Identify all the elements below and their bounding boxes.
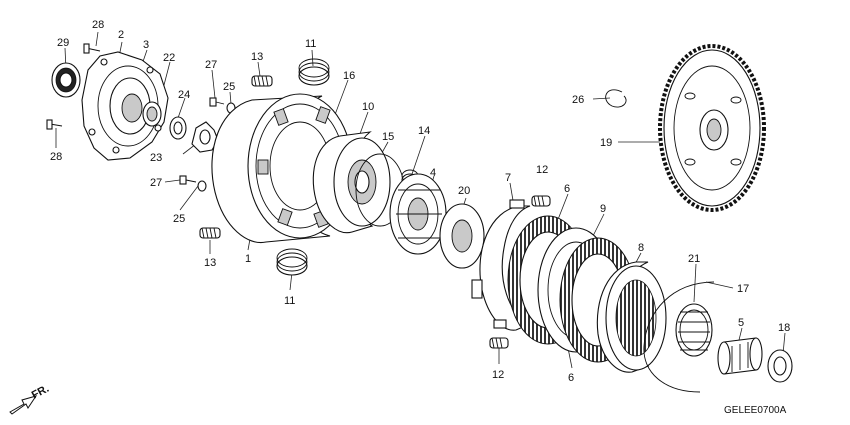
- callout-12-top: 12: [536, 164, 548, 176]
- part-4-clutch-center: [389, 173, 447, 255]
- part-26-circlip: [605, 89, 627, 108]
- callout-9: 9: [600, 203, 606, 215]
- callout-8: 8: [638, 242, 644, 254]
- callout-24: 24: [178, 89, 190, 101]
- part-5-needle-bearing: [717, 337, 763, 375]
- callout-21: 21: [688, 253, 700, 265]
- callout-7: 7: [505, 172, 511, 184]
- callout-17: 17: [737, 283, 749, 295]
- part-22-bearing: [142, 101, 162, 127]
- part-28-screw-top: [83, 43, 101, 54]
- callout-19: 19: [600, 137, 612, 149]
- callout-18: 18: [778, 322, 790, 334]
- part-21-gear: [675, 303, 713, 357]
- callout-25-bottom: 25: [173, 213, 185, 225]
- callout-3: 3: [143, 39, 149, 51]
- part-17-snap-ring: [643, 281, 715, 393]
- part-28-screw-bottom: [46, 119, 63, 130]
- front-label: FR.: [30, 383, 51, 402]
- front-arrow-icon: [9, 395, 38, 415]
- callout-labels: 29 28 2 3 22 27 25 13 11 16 10 15 14 24 …: [50, 19, 790, 384]
- part-27-bolt-top: [209, 97, 225, 107]
- part-11-spring-top: [298, 58, 330, 86]
- part-19-driven-gear: [658, 44, 766, 212]
- part-20-pressure-plate: [439, 203, 485, 269]
- callout-1: 1: [245, 253, 251, 265]
- callout-5: 5: [738, 317, 744, 329]
- callout-6-top: 6: [564, 183, 570, 195]
- callout-4: 4: [430, 167, 436, 179]
- callout-25-top: 25: [223, 81, 235, 93]
- part-12-spring-bottom: [489, 337, 509, 349]
- callout-15: 15: [382, 131, 394, 143]
- callout-12-bottom: 12: [492, 369, 504, 381]
- part-29-bearing: [51, 62, 81, 98]
- front-direction-indicator: FR.: [9, 383, 51, 415]
- callout-10: 10: [362, 101, 374, 113]
- callout-22: 22: [163, 52, 175, 64]
- callout-28-top: 28: [92, 19, 104, 31]
- callout-13-top: 13: [251, 51, 263, 63]
- part-10-drive-plate: [312, 131, 391, 234]
- part-23-cam-plate: [191, 121, 219, 153]
- callout-16: 16: [343, 70, 355, 82]
- callout-27-top: 27: [205, 59, 217, 71]
- part-8-end-plate: [596, 261, 667, 373]
- part-24-washer: [169, 116, 187, 140]
- callout-29: 29: [57, 37, 69, 49]
- callout-26: 26: [572, 94, 584, 106]
- part-27-bolt-bottom: [179, 175, 197, 185]
- callout-2: 2: [118, 29, 124, 41]
- part-2-3-clutch-cover: [81, 51, 169, 161]
- part-13-spring-top: [251, 75, 273, 87]
- callout-23: 23: [150, 152, 162, 164]
- callout-13-bottom: 13: [204, 257, 216, 269]
- part-13-spring-bottom: [199, 227, 221, 239]
- callout-28-bottom: 28: [50, 151, 62, 163]
- part-18-washer: [767, 349, 793, 383]
- callout-20: 20: [458, 185, 470, 197]
- part-12-spring-top: [531, 195, 551, 207]
- callout-11-top: 11: [305, 38, 316, 50]
- part-11-spring-bottom: [276, 248, 308, 276]
- callout-27-bottom: 27: [150, 177, 162, 189]
- callout-11-bottom: 11: [284, 295, 295, 307]
- callout-14: 14: [418, 125, 430, 137]
- part-25-washer-bottom: [197, 180, 207, 192]
- callout-6-bottom: 6: [568, 372, 574, 384]
- diagram-code: GELEE0700A: [724, 405, 787, 416]
